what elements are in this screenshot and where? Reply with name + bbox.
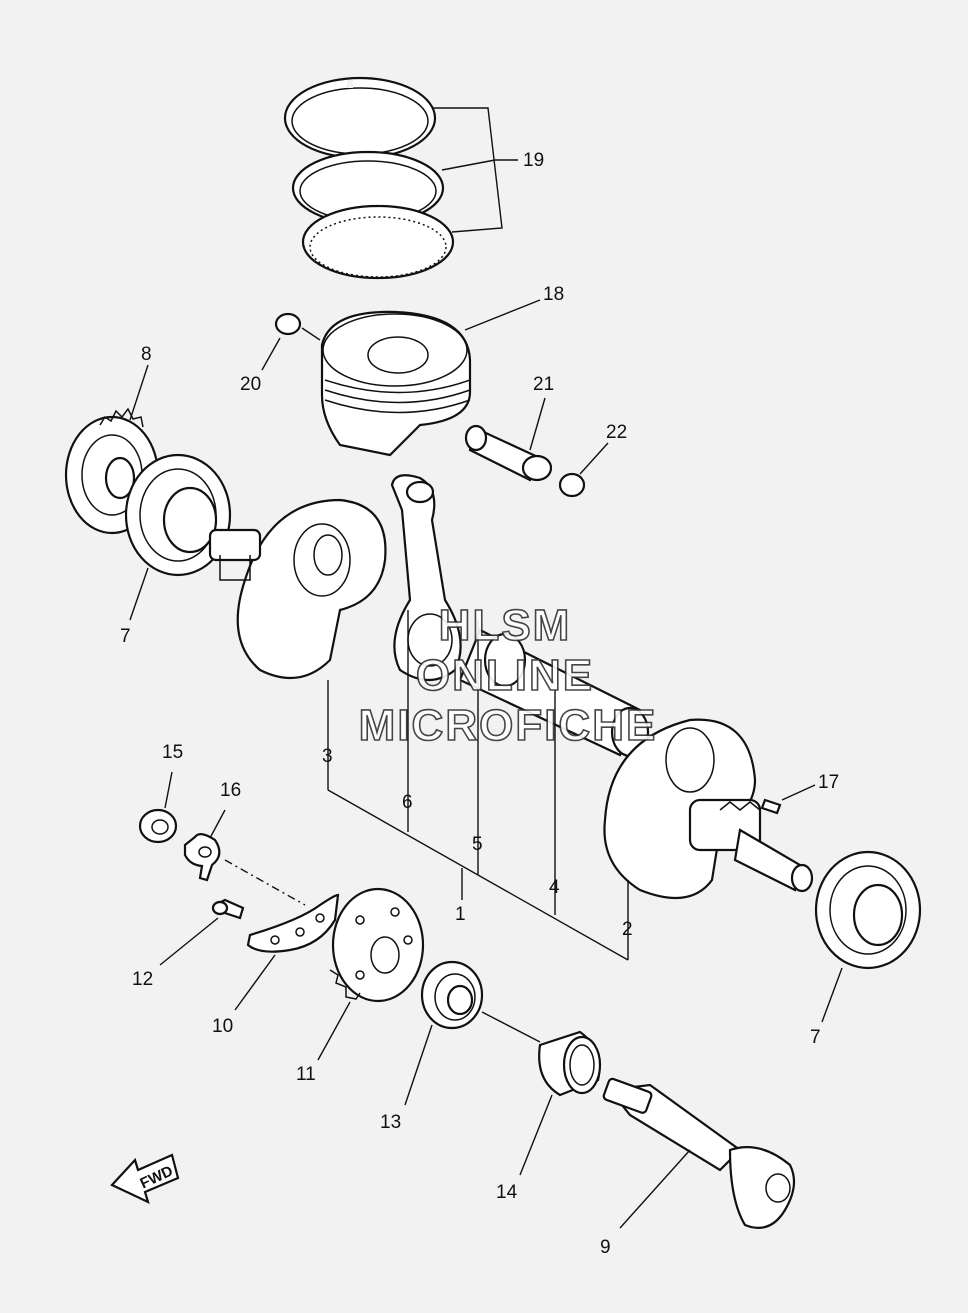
fwd-arrow-icon: FWD [110, 1153, 180, 1205]
callout-20: 20 [240, 374, 261, 395]
callout-8: 8 [141, 344, 152, 365]
connecting-rod [390, 474, 462, 682]
lock-washer [183, 833, 221, 882]
callout-2: 2 [622, 919, 633, 940]
watermark-line-3: MICROFICHE [359, 701, 658, 750]
callout-21: 21 [533, 374, 554, 395]
balancer-drive-gear [329, 887, 425, 1003]
crank-web-left [208, 498, 387, 680]
callout-14: 14 [496, 1182, 518, 1203]
watermark-line-2: ONLINE [416, 651, 594, 700]
watermark-line-1: HLSM [439, 601, 572, 650]
callout-1: 1 [455, 904, 466, 925]
callout-7-right: 7 [810, 1027, 821, 1048]
callout-16: 16 [220, 780, 241, 801]
crank-web-right [603, 718, 814, 900]
screw [211, 898, 245, 920]
callout-22: 22 [606, 422, 627, 443]
callout-18: 18 [543, 284, 564, 305]
piston-pin [464, 424, 553, 482]
callout-12: 12 [132, 969, 153, 990]
callout-3: 3 [322, 746, 333, 767]
piston [320, 310, 472, 457]
balancer-bearing [420, 960, 484, 1030]
callout-15: 15 [162, 742, 183, 763]
balancer-shaft [602, 1077, 796, 1229]
piston-ring-set [283, 76, 455, 280]
piston-pin-clip-2 [558, 472, 586, 498]
needle-bearing [538, 1030, 602, 1097]
callout-13: 13 [380, 1112, 401, 1133]
callout-4: 4 [549, 877, 560, 898]
callout-7-left: 7 [120, 626, 131, 647]
watermark: HLSM ONLINE MICROFICHE [358, 600, 658, 751]
callout-17: 17 [818, 772, 839, 793]
callout-19: 19 [523, 150, 544, 171]
callout-5: 5 [472, 834, 483, 855]
woodruff-key [760, 798, 782, 815]
main-bearing-right [814, 850, 922, 970]
balancer-weight [246, 893, 340, 953]
callout-6: 6 [402, 792, 413, 813]
piston-pin-clip [274, 312, 302, 336]
nut [138, 808, 178, 844]
callout-10: 10 [212, 1016, 233, 1037]
main-bearing-left [124, 453, 232, 577]
callout-11: 11 [296, 1064, 316, 1085]
callout-9: 9 [600, 1237, 611, 1258]
